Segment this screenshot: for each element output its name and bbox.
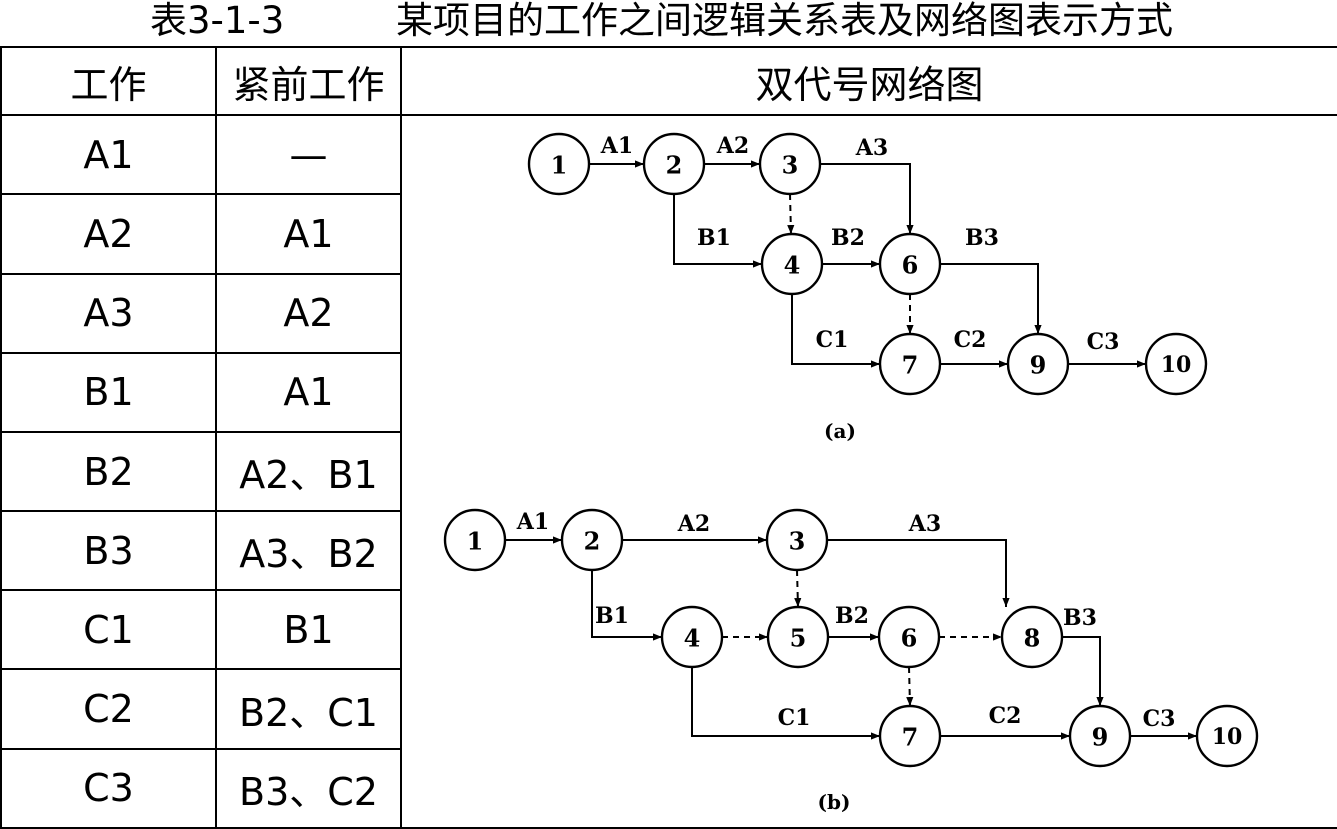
event-node-label: 7 xyxy=(902,351,919,380)
activity-label: C1 xyxy=(816,327,849,353)
activity-arrow xyxy=(820,163,914,235)
table-title: 某项目的工作之间逻辑关系表及网络图表示方式 xyxy=(396,0,1173,42)
activity-arrow xyxy=(591,570,662,641)
work-cell: A1 xyxy=(0,114,217,196)
work-cell: C1 xyxy=(0,589,217,671)
predecessor-cell: — xyxy=(215,114,402,196)
activity-arrow xyxy=(791,294,880,368)
predecessor-cell: A2 xyxy=(215,272,402,354)
diagram-caption: (b) xyxy=(818,790,851,814)
event-node-label: 2 xyxy=(666,151,683,180)
event-node-label: 4 xyxy=(784,251,801,280)
activity-label: C3 xyxy=(1143,706,1176,732)
event-node-label: 3 xyxy=(789,527,806,556)
header-row: 工作 紧前工作 双代号网络图 xyxy=(0,45,1337,117)
work-cell: B3 xyxy=(0,510,217,592)
event-node-label: 8 xyxy=(1024,624,1041,653)
event-node-label: 10 xyxy=(1212,724,1243,750)
table-number: 表3-1-3 xyxy=(150,0,285,42)
work-cell: B2 xyxy=(0,430,217,513)
activity-label: A3 xyxy=(855,135,888,161)
activity-arrow xyxy=(691,667,880,740)
activity-label: B2 xyxy=(831,225,865,251)
activity-label: A1 xyxy=(600,133,633,159)
event-node-label: 7 xyxy=(902,723,919,752)
activity-label: B2 xyxy=(835,603,869,629)
activity-arrow xyxy=(940,263,1042,335)
predecessor-cell: B2、C1 xyxy=(215,668,402,750)
event-node-label: 9 xyxy=(1092,723,1109,752)
activity-label: C2 xyxy=(989,703,1022,729)
activity-label: A2 xyxy=(677,511,710,537)
activity-label: C3 xyxy=(1087,329,1120,355)
activity-arrow xyxy=(1062,636,1104,707)
activity-label: B3 xyxy=(1063,605,1097,631)
work-cell: C3 xyxy=(0,747,217,829)
predecessor-cell: B1 xyxy=(215,589,402,671)
work-cell: C2 xyxy=(0,668,217,750)
event-node-label: 3 xyxy=(782,151,799,180)
event-node-label: 2 xyxy=(584,527,601,556)
activity-label: C2 xyxy=(954,327,987,353)
diagram-caption: (a) xyxy=(824,419,856,443)
event-node-label: 4 xyxy=(684,624,701,653)
predecessor-cell: A1 xyxy=(215,193,402,275)
header-predecessor: 紧前工作 xyxy=(215,45,402,117)
event-node-label: 1 xyxy=(551,151,568,180)
event-node-label: 10 xyxy=(1161,352,1192,378)
event-node-label: 6 xyxy=(902,251,919,280)
header-diagram: 双代号网络图 xyxy=(400,45,1337,117)
dummy-activity-arrow xyxy=(794,570,802,608)
activity-label: A2 xyxy=(716,133,749,159)
activity-label: C1 xyxy=(778,705,811,731)
activity-label: B1 xyxy=(697,225,731,251)
work-cell: A2 xyxy=(0,193,217,275)
event-node-label: 5 xyxy=(790,624,807,653)
predecessor-cell: A3、B2 xyxy=(215,510,402,592)
activity-label: B1 xyxy=(595,603,629,629)
activity-arrow xyxy=(827,539,1010,608)
event-node-label: 6 xyxy=(901,624,918,653)
predecessor-cell: A2、B1 xyxy=(215,430,402,513)
activity-label: A1 xyxy=(516,509,549,535)
activity-arrow xyxy=(673,194,762,268)
table-caption: 表3-1-3 某项目的工作之间逻辑关系表及网络图表示方式 xyxy=(0,0,1337,44)
event-node-label: 1 xyxy=(467,527,484,556)
event-node-label: 9 xyxy=(1030,351,1047,380)
activity-label: A3 xyxy=(908,511,941,537)
work-cell: B1 xyxy=(0,351,217,433)
predecessor-cell: B3、C2 xyxy=(215,747,402,829)
predecessor-cell: A1 xyxy=(215,351,402,433)
header-work: 工作 xyxy=(0,45,217,117)
work-cell: A3 xyxy=(0,272,217,354)
dummy-activity-arrow xyxy=(906,667,914,707)
activity-label: B3 xyxy=(965,225,999,251)
dummy-activity-arrow xyxy=(787,194,795,235)
